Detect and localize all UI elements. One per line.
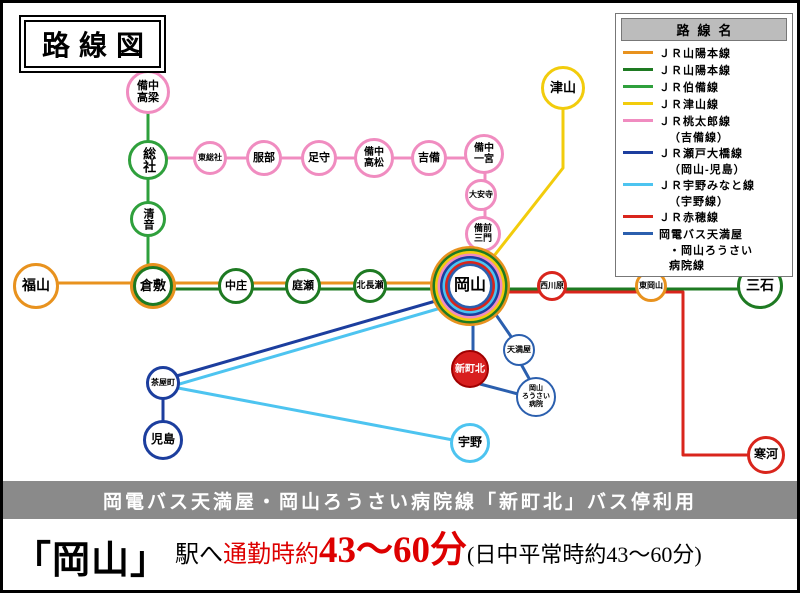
legend-sublabel: ・岡山ろうさい — [669, 245, 753, 257]
station-soja: 総社 — [128, 140, 168, 180]
legend-label: ＪＲ山陽本線 — [659, 47, 731, 60]
station-hattori: 服部 — [246, 140, 282, 176]
legend-item-uno-minato: ＪＲ宇野みなと線 — [621, 176, 787, 193]
station-kurashiki: 倉敷 — [133, 266, 173, 306]
line-uno-minato — [175, 301, 459, 442]
station-chayamachi: 茶屋町 — [146, 366, 180, 400]
commute-info: 「岡山」 駅へ 通勤時約 43〜60分 (日中平常時約43〜60分) — [3, 519, 797, 590]
station-kitanagase: 北長瀬 — [353, 269, 387, 303]
busstop-tenmaya: 天満屋 — [503, 334, 535, 366]
legend-item-momotaro: ＪＲ桃太郎線 — [621, 112, 787, 129]
line-okaden-bus — [471, 308, 533, 396]
legend-item-sanyo-west: ＪＲ山陽本線 — [621, 44, 787, 61]
line-ako — [470, 290, 749, 457]
legend-label: ＪＲ瀬戸大橋線 — [659, 147, 743, 160]
legend-label: ＪＲ桃太郎線 — [659, 115, 731, 128]
footer-daytime-note: (日中平常時約43〜60分) — [467, 542, 702, 567]
station-okayama: 岡山 — [450, 266, 490, 306]
legend-sublabel: （宇野線） — [669, 196, 729, 208]
map-title: 路線図 — [24, 20, 162, 68]
station-tsuyama: 津山 — [541, 66, 585, 110]
legend-sublabel: （岡山-児島） — [669, 164, 746, 176]
legend-item-tsuyama: ＪＲ津山線 — [621, 95, 787, 112]
legend-line-swatch — [623, 215, 653, 218]
legend-line-swatch — [623, 102, 653, 105]
legend-sublabel: 病院線 — [669, 260, 705, 272]
legend-label: ＪＲ宇野みなと線 — [659, 179, 755, 192]
station-fukuyama: 福山 — [13, 263, 59, 309]
station-niwase: 庭瀬 — [285, 268, 321, 304]
busstop-okayama-rosai-hospital: 岡山 ろうさい 病院 — [516, 377, 556, 417]
station-bitchu-takamatsu: 備中 高松 — [354, 138, 394, 178]
legend-item-okaden-bus: 岡電バス天満屋 — [621, 225, 787, 242]
legend-line-swatch — [623, 85, 653, 88]
station-ashimori: 足守 — [301, 140, 337, 176]
station-kiyone: 清音 — [130, 201, 166, 237]
bus-route-banner: 岡電バス天満屋・岡山ろうさい病院線「新町北」バス停利用 — [3, 481, 797, 519]
legend-line-swatch — [623, 151, 653, 154]
line-seto-ohashi — [161, 294, 454, 425]
legend-label: ＪＲ伯備線 — [659, 81, 719, 94]
legend-item-ako: ＪＲ赤穂線 — [621, 208, 787, 225]
station-bitchu-takahashi: 備中 高梁 — [126, 70, 170, 114]
station-higashi-soja: 東総社 — [193, 141, 227, 175]
legend-header: 路線名 — [621, 18, 787, 41]
station-bitchu-ichinomiya: 備中 一宮 — [464, 134, 504, 174]
legend-item-seto-ohashi: ＪＲ瀬戸大橋線 — [621, 144, 787, 161]
line-momotaro — [148, 156, 487, 280]
legend-item-hakubi: ＪＲ伯備線 — [621, 78, 787, 95]
legend-line-swatch — [623, 183, 653, 186]
legend-label: 岡電バス天満屋 — [659, 228, 743, 241]
legend-line-swatch — [623, 119, 653, 122]
legend: 路線名 ＪＲ山陽本線 ＪＲ山陽本線 ＪＲ伯備線 ＪＲ津山線 ＪＲ桃太郎線 （吉備… — [615, 13, 793, 277]
line-tsuyama — [488, 103, 565, 262]
station-daianji: 大安寺 — [465, 179, 497, 211]
legend-label: ＪＲ津山線 — [659, 98, 719, 111]
legend-label: ＪＲ赤穂線 — [659, 211, 719, 224]
legend-sublabel: （吉備線） — [669, 132, 729, 144]
legend-line-swatch — [623, 51, 653, 54]
station-soko: 寒河 — [747, 436, 785, 474]
map-title-box: 路線図 — [19, 15, 167, 73]
legend-item-sanyo-east: ＪＲ山陽本線 — [621, 61, 787, 78]
station-nakasho: 中庄 — [218, 268, 254, 304]
busstop-shinmachi-kita: 新町北 — [451, 350, 489, 388]
footer-commute-time: 43〜60分 — [319, 530, 468, 571]
legend-line-swatch — [623, 232, 653, 235]
legend-line-swatch — [623, 68, 653, 71]
footer-suffix: 駅へ — [175, 542, 224, 568]
station-uno: 宇野 — [450, 423, 490, 463]
footer-station-name: 「岡山」 — [13, 539, 170, 582]
station-kojima: 児島 — [143, 420, 183, 460]
footer-commute-label: 通勤時約 — [223, 542, 320, 568]
legend-label: ＪＲ山陽本線 — [659, 64, 731, 77]
station-kibi: 吉備 — [411, 140, 447, 176]
station-bizen-mikado: 備前 三門 — [465, 216, 501, 252]
station-nishigawara: 西川原 — [537, 271, 567, 301]
